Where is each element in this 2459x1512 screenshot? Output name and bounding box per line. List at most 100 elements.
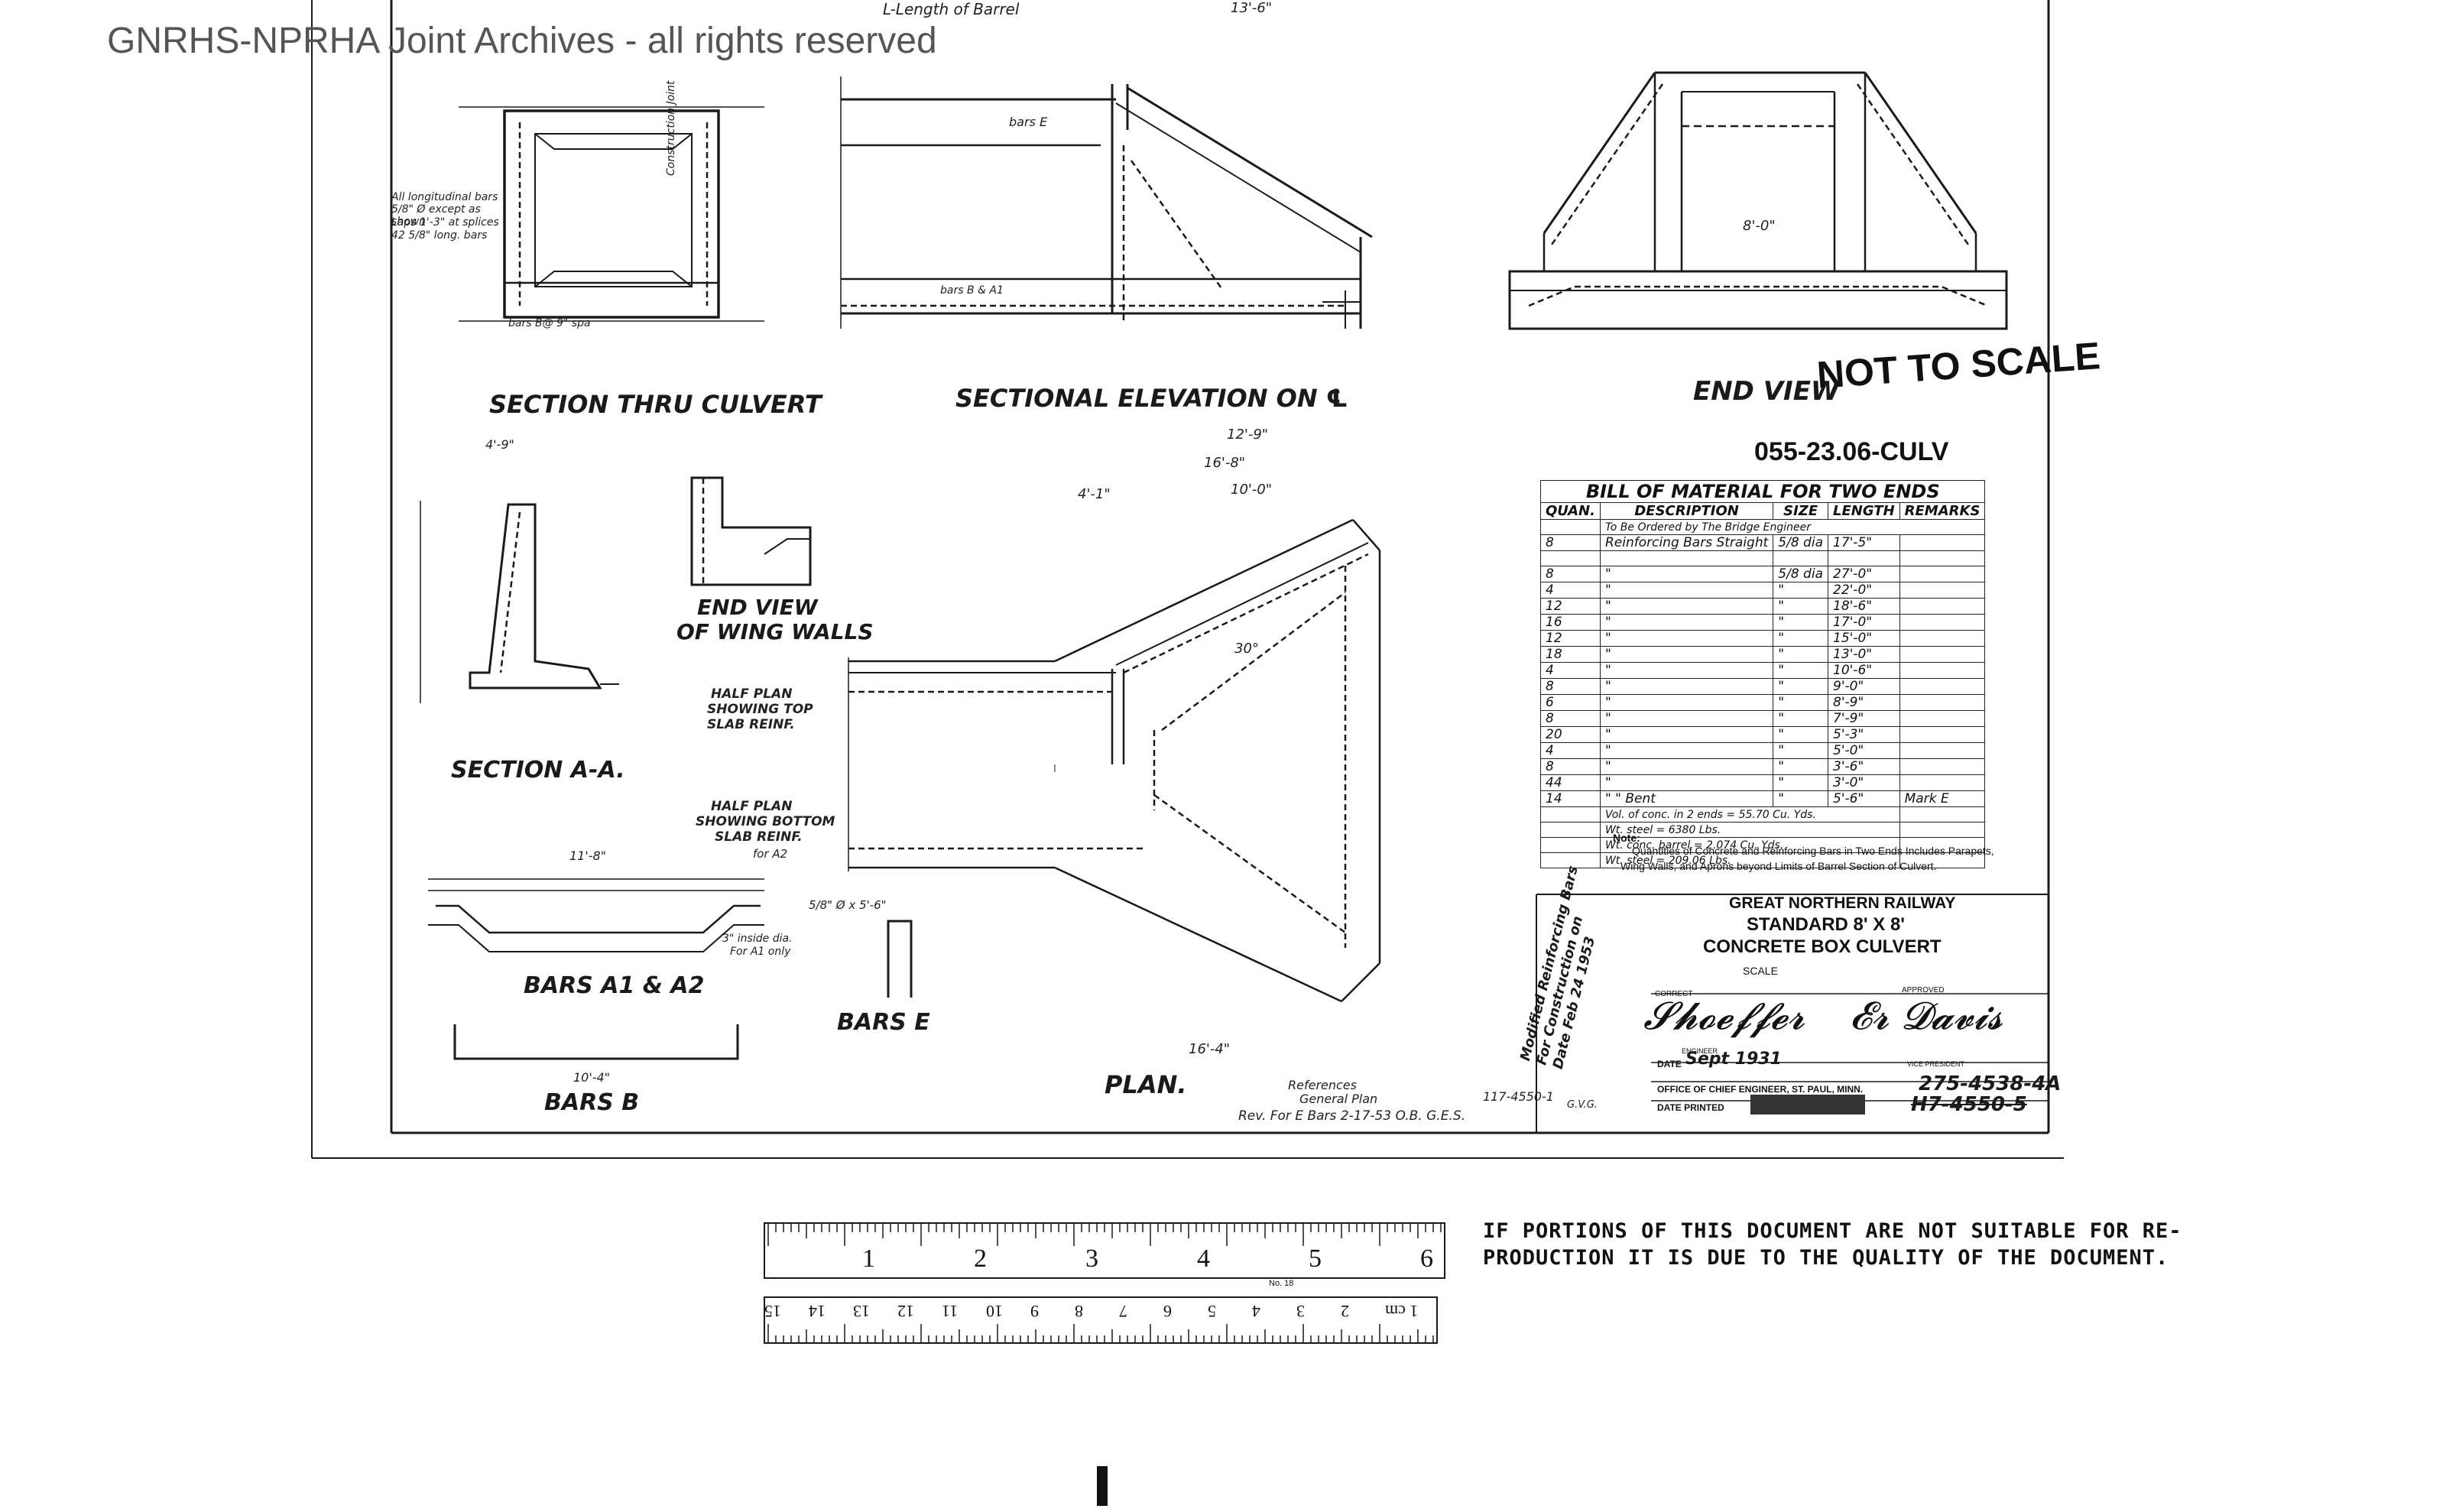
bom-cell: Mark E — [1899, 790, 1986, 807]
sectional-elevation-geometry — [840, 76, 1373, 329]
bom-cell: " — [1773, 726, 1828, 743]
section-thru-culvert-geometry — [459, 106, 764, 322]
bom-cell: Reinforcing Bars Straight — [1599, 534, 1774, 551]
bom-cell: " — [1599, 614, 1774, 631]
old-sheet-number: H7-4550-5 — [1911, 1093, 2027, 1116]
bom-total: Wt. conc. barrel = 2.074 Cu. Yds. — [1599, 837, 1900, 853]
bom-row: 4""10'-6" — [1540, 662, 1986, 679]
ruler-label: No. 18 — [1269, 1279, 1294, 1288]
bom-cell — [1899, 758, 1986, 775]
dim-16-4: 16'-4" — [1189, 1041, 1231, 1057]
bom-subheader: To Be Ordered by The Bridge Engineer — [1599, 519, 1986, 535]
bom-total: Vol. of conc. in 2 ends = 55.70 Cu. Yds. — [1599, 806, 1900, 823]
bom-row: 18""13'-0" — [1540, 646, 1986, 663]
bill-of-material: BILL OF MATERIAL FOR TWO ENDS QUAN.DESCR… — [1539, 480, 1986, 868]
half-plan-bottom-1: HALF PLAN — [711, 799, 793, 814]
bom-column-header: LENGTH — [1828, 502, 1900, 520]
bars-b-geometry — [453, 1024, 739, 1060]
note-three-inside-dia: 3" inside dia. — [722, 933, 793, 945]
bom-cell: 44 — [1540, 774, 1601, 791]
railway-name: GREAT NORTHERN RAILWAY — [1729, 894, 1956, 912]
signature-engineer: 𝓢𝓱𝓸𝓮𝓯𝓯𝓮𝓻 — [1643, 994, 1805, 1038]
bom-cell: 17'-5" — [1828, 534, 1900, 551]
bars-e-geometry — [887, 920, 913, 998]
note-longitudinal-bars: All longitudinal bars 5/8" Ø except as s… — [391, 191, 498, 228]
end-view-geometry — [1508, 71, 2008, 330]
bom-cell: 7'-9" — [1828, 710, 1900, 727]
bom-cell: " — [1773, 758, 1828, 775]
bom-row: 12""15'-0" — [1540, 630, 1986, 647]
bom-cell — [1899, 646, 1986, 663]
bom-cell: " — [1599, 646, 1774, 663]
bom-cell: 8 — [1540, 710, 1601, 727]
bom-cell — [1899, 630, 1986, 647]
note-bars-e: bars E — [1009, 115, 1048, 129]
bom-cell: " — [1599, 678, 1774, 695]
bom-cell: " — [1599, 694, 1774, 711]
bom-row: 14" " Bent"5'-6"Mark E — [1540, 790, 1986, 807]
bom-row: 12""18'-6" — [1540, 598, 1986, 615]
references-label: References — [1288, 1078, 1357, 1092]
general-plan-label: General Plan — [1299, 1092, 1378, 1106]
bom-row: 16""17'-0" — [1540, 614, 1986, 631]
bars-a1-a2-geometry — [428, 878, 764, 952]
note-for-a1-only: For A1 only — [730, 946, 791, 958]
dim-4-1: 4'-1" — [1078, 486, 1111, 502]
approved-label: APPROVED — [1902, 986, 1945, 994]
bom-cell: 27'-0" — [1828, 566, 1900, 582]
bom-cell: " " Bent — [1599, 790, 1774, 807]
ruler-inch-number: 6 — [1420, 1244, 1433, 1273]
note-label: Note: — [1613, 832, 1640, 844]
drawing-number: 055-23.06-CULV — [1754, 437, 1949, 466]
ruler-cm-number: 6 — [1163, 1302, 1172, 1321]
ruler-cm-number: 10 — [986, 1302, 1003, 1321]
bom-cell — [1899, 582, 1986, 599]
bom-cell: 5'-0" — [1828, 742, 1900, 759]
half-plan-bottom-2: SHOWING BOTTOM — [696, 814, 835, 829]
ruler-cm-number: 7 — [1119, 1302, 1127, 1321]
standard-size: STANDARD 8' X 8' — [1747, 914, 1905, 935]
bom-cell: 5/8 dia — [1773, 566, 1828, 582]
bom-row: 8""3'-6" — [1540, 758, 1986, 775]
sheet-number: 275-4538-4A — [1919, 1072, 2062, 1095]
dim-11-8: 11'-8" — [569, 848, 607, 863]
bom-cell: 8 — [1540, 758, 1601, 775]
bom-cell: " — [1599, 662, 1774, 679]
date-label: DATE — [1657, 1059, 1682, 1069]
bom-cell: 4 — [1540, 742, 1601, 759]
signature-vice-president: 𝓔𝓻 𝓓𝓪𝓿𝓲𝓼 — [1850, 994, 2003, 1038]
bom-cell: 20 — [1540, 726, 1601, 743]
bom-row: 8""7'-9" — [1540, 710, 1986, 727]
note-bars-b-a1: bars B & A1 — [940, 284, 1004, 297]
bom-cell: " — [1773, 582, 1828, 599]
bom-column-header: REMARKS — [1899, 502, 1986, 520]
ruler-cm-number: 4 — [1252, 1302, 1260, 1321]
bars-b-title: BARS B — [544, 1089, 640, 1116]
ruler-cm-number: 13 — [853, 1302, 870, 1321]
end-view-title: END VIEW — [1693, 376, 1840, 407]
bom-cell: " — [1773, 742, 1828, 759]
bom-cell: 8 — [1540, 534, 1601, 551]
revision-initials: G.V.G. — [1567, 1099, 1598, 1111]
bom-cell — [1899, 774, 1986, 791]
bom-cell — [1899, 534, 1986, 551]
bom-cell: " — [1599, 582, 1774, 599]
sectional-elevation-title: SECTIONAL ELEVATION ON ℄ — [955, 384, 1348, 413]
bom-total: Wt. steel = 6380 Lbs. — [1599, 822, 1900, 838]
bom-row: 4""22'-0" — [1540, 582, 1986, 599]
bom-cell — [1899, 710, 1986, 727]
bom-cell: " — [1773, 678, 1828, 695]
bom-cell: 8 — [1540, 678, 1601, 695]
bom-cell: 15'-0" — [1828, 630, 1900, 647]
half-plan-bottom-3: SLAB REINF. — [715, 829, 803, 845]
bom-cell: " — [1773, 614, 1828, 631]
bom-cell — [1828, 550, 1900, 566]
plan-title: PLAN. — [1105, 1070, 1187, 1099]
bom-cell: 4 — [1540, 582, 1601, 599]
dim-16-8: 16'-8" — [1204, 455, 1246, 471]
dim-10-4: 10'-4" — [573, 1070, 611, 1085]
ruler-inch-number: 1 — [862, 1244, 875, 1273]
bom-total: Wt. steel = 209.06 Lbs. — [1599, 852, 1900, 868]
section-aa-title: SECTION A-A. — [451, 757, 625, 784]
bom-cell: " — [1599, 742, 1774, 759]
